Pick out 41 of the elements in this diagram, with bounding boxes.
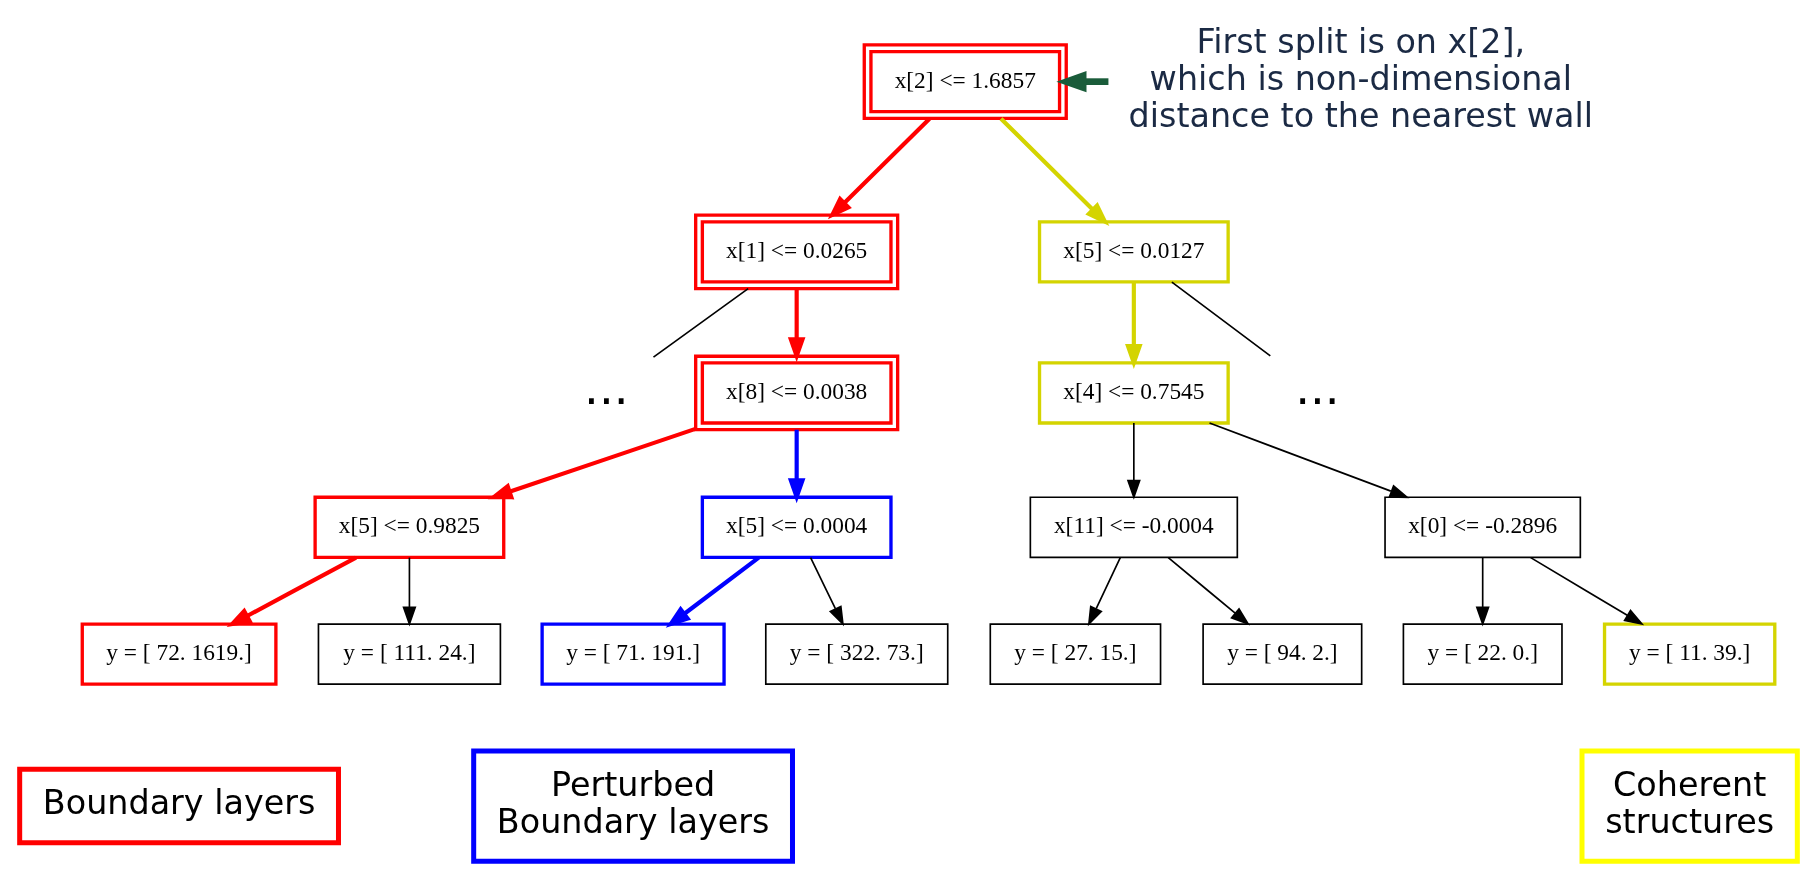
connector (652, 287, 749, 358)
node-box: y = [ 71. 191.] (540, 622, 726, 686)
arrow (1056, 71, 1109, 93)
node-box: x[0] <= -0.2896 (1384, 496, 1582, 559)
node-box: x[11] <= -0.0004 (1029, 496, 1239, 559)
arrow (787, 289, 806, 363)
legend-label: Boundary layers (42, 783, 316, 823)
arrow (487, 426, 697, 500)
node-box: y = [ 22. 0.] (1402, 623, 1563, 686)
arrow (1126, 422, 1141, 500)
node-box: y = [ 72. 1619.] (80, 622, 278, 686)
arrow (1125, 282, 1143, 370)
arrow (1167, 556, 1251, 626)
arrow (999, 117, 1110, 226)
connector (1171, 281, 1272, 357)
node-box: x[1] <= 0.0265 (694, 213, 900, 291)
node-box: y = [ 111. 24.] (317, 623, 502, 686)
node-box: x[5] <= 0.9825 (313, 495, 506, 559)
legend-label: Coherent structures (1605, 765, 1775, 841)
arrow (827, 117, 931, 220)
node-box: y = [ 27. 15.] (989, 623, 1162, 686)
node-text: ... (584, 361, 629, 416)
node-box: y = [ 322. 73.] (764, 623, 949, 686)
node-box: x[4] <= 0.7545 (1037, 361, 1230, 425)
node-box: x[5] <= 0.0004 (700, 495, 893, 559)
legend-label: Perturbed Boundary layers (496, 765, 770, 841)
node-box: x[8] <= 0.0038 (694, 354, 900, 432)
arrow (226, 555, 357, 627)
arrow (1529, 556, 1645, 626)
node-text: ... (1295, 361, 1340, 416)
arrow (1208, 422, 1410, 499)
node-box: y = [ 11. 39.] (1602, 622, 1777, 686)
node-box: x[2] <= 1.6857 (862, 43, 1068, 121)
arrow (1087, 556, 1122, 627)
arrow (809, 556, 844, 627)
arrow (402, 556, 417, 627)
node-box: y = [ 94. 2.] (1202, 623, 1363, 686)
arrow (1475, 556, 1490, 627)
node-box: x[5] <= 0.0127 (1037, 220, 1230, 284)
arrow (787, 429, 806, 504)
node-text: First split is on x[2], which is non-dimensional distance to the nearest wall (1128, 22, 1594, 135)
